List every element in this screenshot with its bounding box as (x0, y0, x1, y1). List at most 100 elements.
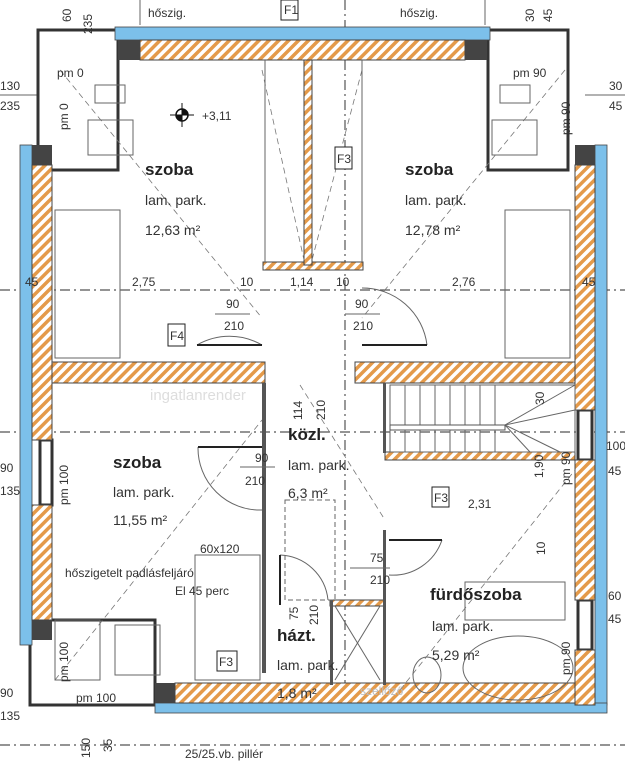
room-name: szoba (113, 453, 162, 472)
door-height: 210 (245, 474, 265, 488)
tag-f3: F3 (219, 655, 233, 669)
door-height: 210 (353, 319, 373, 333)
dimension: 150 (79, 738, 93, 758)
room-area: 12,78 m² (405, 222, 461, 238)
room-floor: lam. park. (145, 192, 206, 208)
dimension: 1,14 (290, 275, 314, 289)
tag-f1: F1 (284, 3, 298, 17)
side-dimensions: 60 235 30 45 130 235 30 45 90 135 100 45… (0, 8, 625, 758)
tag-boxes (167, 0, 450, 672)
staircase[interactable] (389, 384, 576, 453)
room-bedroom-2: szoba lam. park. 12,78 m² (405, 160, 466, 238)
dimension: 10 (534, 541, 548, 555)
attic-hatch-size: 60x120 (200, 542, 240, 556)
dimension: 75 (287, 606, 301, 620)
elevation-value: +3,11 (202, 109, 232, 123)
parapet-height: pm 90 (559, 101, 573, 135)
room-floor: lam. park. (277, 657, 338, 673)
door-dimensions: 90 210 90 210 90 210 75 210 (215, 297, 390, 587)
dimension: 135 (0, 484, 20, 498)
tag-f4: F4 (170, 329, 184, 343)
tag-f3: F3 (434, 491, 448, 505)
dimension: 45 (608, 612, 622, 626)
dimension: 90 (0, 686, 14, 700)
door-width: 90 (226, 297, 240, 311)
attic-hatch-name: hőszigetelt padlásfeljáró (65, 566, 194, 580)
labels: hőszig. hőszig. F1 F3 F4 F3 F3 +3,11 ing… (65, 3, 448, 761)
tag-f3: F3 (337, 152, 351, 166)
dimension: 114 (291, 401, 305, 420)
dimension: 90 (0, 461, 14, 475)
walls (31, 39, 596, 706)
dimension-row: 45 2,75 10 1,14 10 2,76 45 (25, 275, 596, 289)
room-bathroom: fürdőszoba lam. park. 5,29 m² (430, 585, 522, 663)
dimension: 30 (533, 391, 547, 405)
room-hallway: közl. lam. park. 6,3 m² (288, 425, 349, 501)
dimension: 45 (608, 464, 622, 478)
room-floor: lam. park. (432, 618, 493, 634)
parapet-height: pm 100 (76, 691, 116, 705)
columns (32, 40, 595, 703)
dimension: 210 (307, 605, 321, 625)
dimension: 35 (101, 738, 115, 752)
room-area: 1,8 m² (277, 685, 317, 701)
dimension: 235 (81, 14, 95, 34)
insulation-label: hőszig. (148, 6, 186, 20)
room-name: szoba (145, 160, 194, 179)
room-bedroom-1: szoba lam. park. 12,63 m² (145, 160, 206, 238)
room-area: 6,3 m² (288, 485, 328, 501)
parapet-height: pm 90 (559, 451, 573, 485)
dimension: 10 (240, 275, 254, 289)
pillar-label: 25/25.vb. pillér (185, 747, 263, 761)
dimension: 130 (0, 79, 20, 93)
door-height: 210 (370, 573, 390, 587)
dimension: 2,31 (468, 497, 492, 511)
room-floor: lam. park. (288, 457, 349, 473)
dimension: 100 (606, 439, 625, 453)
door-width: 90 (255, 451, 269, 465)
insulation-label: hőszig. (400, 6, 438, 20)
parapet-height: pm 0 (57, 103, 71, 130)
room-pantry: házt. lam. park. 1,8 m² (277, 626, 338, 701)
elevation-marker-icon (170, 103, 194, 127)
room-area: 12,63 m² (145, 222, 201, 238)
parapet-height: pm 100 (57, 465, 71, 505)
doors[interactable] (196, 287, 443, 605)
room-name: fürdőszoba (430, 585, 522, 604)
room-bedroom-3: szoba lam. park. 11,55 m² (113, 453, 174, 528)
dimension: 45 (541, 8, 555, 22)
vent-label: szellőző (360, 684, 404, 698)
dimension: 1,90 (532, 454, 546, 478)
room-area: 5,29 m² (432, 647, 480, 663)
dimension: 2,75 (132, 275, 156, 289)
room-floor: lam. park. (405, 192, 466, 208)
parapet-labels: pm 0 pm 0 pm 90 pm 90 pm 100 pm 90 pm 90… (57, 66, 573, 705)
room-diagonals (54, 60, 576, 691)
room-floor: lam. park. (113, 484, 174, 500)
door-width: 75 (370, 551, 384, 565)
dimension: 135 (0, 709, 20, 723)
room-name: közl. (288, 425, 326, 444)
axis-lines (0, 0, 625, 746)
dimension: 2,76 (452, 275, 476, 289)
dimension: 45 (609, 99, 623, 113)
parapet-height: pm 0 (57, 66, 84, 80)
dimension: 60 (60, 8, 74, 22)
door-height: 210 (224, 319, 244, 333)
dimension: 30 (523, 8, 537, 22)
watermark: ingatlanrender (150, 387, 246, 404)
attic-hatch-fire: El 45 perc (175, 584, 229, 598)
parapet-height: pm 90 (513, 66, 547, 80)
room-name: házt. (277, 626, 316, 645)
dimension: 235 (0, 99, 20, 113)
dimension: 30 (609, 79, 623, 93)
room-area: 11,55 m² (113, 512, 168, 528)
parapet-height: pm 90 (559, 641, 573, 675)
door-width: 90 (355, 297, 369, 311)
dimension: 210 (314, 400, 328, 420)
parapet-height: pm 100 (57, 642, 71, 682)
dimension: 45 (582, 275, 596, 289)
dimension: 60 (608, 589, 622, 603)
furniture (54, 84, 574, 701)
